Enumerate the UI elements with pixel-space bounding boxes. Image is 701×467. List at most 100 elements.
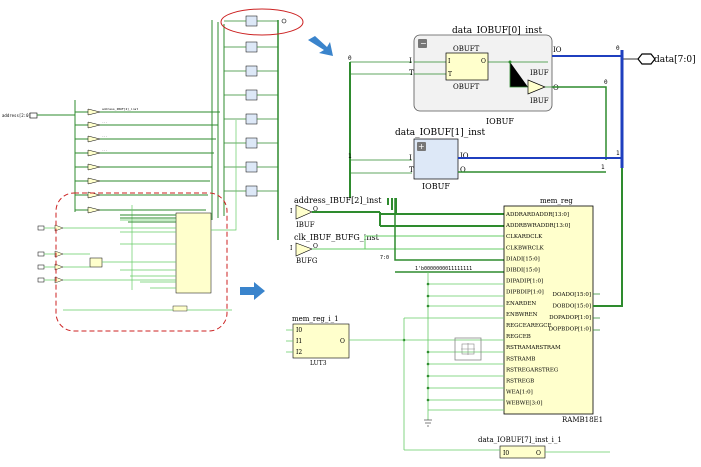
- mem-reg-pin-7: DIPBDIP[1:0]: [506, 290, 544, 296]
- svg-text:I: I: [409, 154, 412, 162]
- svg-text:O: O: [313, 243, 318, 250]
- tiny-label: ...: [102, 148, 108, 152]
- svg-text:LUT3: LUT3: [310, 360, 327, 367]
- svg-text:clk_IBUF_BUFG_inst: clk_IBUF_BUFG_inst: [294, 233, 380, 242]
- mem-reg-out-pin-2: DOPADOP[1:0]: [549, 315, 591, 321]
- svg-text:I0: I0: [503, 450, 509, 457]
- collapse-button[interactable]: [418, 39, 427, 48]
- svg-text:I: I: [409, 57, 412, 65]
- svg-text:I: I: [448, 58, 451, 65]
- iobuf-column-wires: [211, 20, 225, 220]
- mem-reg-pin-17: WEBWE[3:0]: [506, 401, 543, 407]
- left-fanout-wires: [37, 100, 88, 212]
- highlight-ellipse: [220, 8, 304, 36]
- iobuf7-cell[interactable]: data_IOBUF[7]_inst_i_1 I0 O: [478, 436, 562, 459]
- mem-reg-pin-0: ADDRARDADDR[13:0]: [505, 212, 569, 218]
- svg-text:O: O: [340, 338, 345, 345]
- highlight-region: [55, 192, 228, 332]
- input-port-address[interactable]: address[2:0]: [2, 112, 38, 119]
- mem-reg-pin-2: CLKARDCLK: [506, 234, 543, 240]
- svg-text:I1: I1: [296, 338, 302, 345]
- mem-reg-pin-14: RSTREGARSTREG: [506, 367, 558, 373]
- iobuf1-type: IOBUF: [422, 182, 450, 191]
- mem-reg-block[interactable]: mem_reg ADDRARDADDR[13:0] ADDRBWRADDR[13:…: [503, 197, 603, 424]
- tiny-label: ...: [102, 134, 108, 138]
- expand-button[interactable]: [417, 142, 426, 151]
- bottom-right-panel: address_IBUF[2]_inst I O IBUF clk_IBUF_B…: [286, 168, 623, 459]
- svg-text:0: 0: [616, 45, 620, 52]
- junctions: [402, 282, 430, 402]
- iobuf0-type: IOBUF: [486, 117, 514, 126]
- svg-text:I0: I0: [296, 327, 302, 334]
- svg-text:IO: IO: [553, 46, 562, 54]
- svg-text:IBUF: IBUF: [530, 69, 549, 77]
- mem-reg-title: mem_reg: [540, 197, 573, 205]
- svg-text:I: I: [290, 208, 293, 215]
- svg-text:0: 0: [348, 55, 352, 62]
- svg-text:O: O: [460, 166, 466, 174]
- clk-bufg[interactable]: clk_IBUF_BUFG_inst I O BUFG: [290, 233, 380, 265]
- mem-reg-pin-12: RSTRAMARSTRAM: [506, 345, 561, 351]
- mem-reg-left-pins: ADDRARDADDR[13:0] ADDRBWRADDR[13:0] CLKARD…: [505, 212, 570, 407]
- mem-reg-pin-3: CLKBWRCLK: [506, 245, 545, 251]
- mem-reg-out-pin-3: DOPBDOP[1:0]: [549, 327, 591, 333]
- zoom-arrow-bottom: [240, 282, 265, 300]
- svg-text:IBUF: IBUF: [296, 221, 315, 229]
- selection-marker: [454, 337, 482, 361]
- iobuf1-cell[interactable]: data_IOBUF[1]_inst + I T IO O IOBUF: [395, 128, 486, 191]
- mini-lut: [89, 257, 103, 268]
- svg-text:1: 1: [601, 164, 605, 171]
- svg-text:I2: I2: [296, 349, 302, 356]
- ibuf-triangle[interactable]: [527, 79, 546, 95]
- svg-text:−: −: [420, 39, 427, 48]
- zoom-arrow-top: [308, 36, 333, 56]
- top-right-panel: 0 1 data_IOBUF[0]_inst − I T OBUFT OBUFT…: [343, 13, 701, 198]
- mini-mem-reg: [175, 212, 212, 294]
- svg-text:mem_reg_i_1: mem_reg_i_1: [292, 315, 339, 323]
- mem-reg-pin-10: REGCEAREGCE: [506, 323, 552, 329]
- obuft-cell[interactable]: [445, 52, 489, 81]
- mem-reg-pin-8: ENARDEN: [506, 301, 536, 307]
- svg-text:0: 0: [604, 79, 608, 86]
- svg-text:IO: IO: [460, 152, 469, 160]
- mem-reg-pin-4: DIADI[15:0]: [506, 256, 540, 262]
- svg-text:IBUF: IBUF: [530, 97, 549, 105]
- mem-reg-pin-9: ENBWREN: [506, 312, 538, 318]
- svg-text:1: 1: [348, 153, 352, 160]
- svg-text:O: O: [481, 58, 486, 65]
- tiny-label: ...: [102, 120, 108, 124]
- mem-reg-out-pin-1: DOBDO[15:0]: [552, 304, 591, 310]
- svg-text:O: O: [313, 206, 318, 213]
- mem-reg-out-pin-0: DOADO[15:0]: [553, 292, 591, 298]
- address-ibuf[interactable]: address_IBUF[2]_inst I O IBUF: [290, 196, 382, 229]
- mini-wires: [63, 120, 237, 290]
- mem-reg-pin-6: DIPADIP[1:0]: [506, 279, 543, 285]
- mem-reg-pin-16: WEA[1:0]: [506, 390, 533, 396]
- svg-text:1'b0000000011111111: 1'b0000000011111111: [415, 266, 472, 272]
- left-buffer-column: address_IBUF[2]_inst ... ... ...: [87, 107, 138, 214]
- mem-reg-pin-1: ADDRBWRADDR[13:0]: [505, 223, 570, 229]
- svg-text:I: I: [290, 245, 293, 252]
- iobuf-column: [224, 15, 287, 197]
- port-data[interactable]: data[7:0]: [637, 53, 696, 65]
- svg-text:OBUFT: OBUFT: [453, 83, 480, 91]
- mem-reg-pin-11: REGCEB: [506, 334, 531, 340]
- left-schematic-overview: address[2:0] address_IBUF[2]_inst ... ..…: [2, 8, 304, 332]
- svg-text:address_IBUF[2]_inst: address_IBUF[2]_inst: [294, 196, 382, 205]
- iobuf0-cell[interactable]: data_IOBUF[0]_inst − I T OBUFT OBUFT I T…: [409, 26, 562, 126]
- svg-text:O: O: [536, 450, 541, 457]
- left-lower-ports: [37, 224, 64, 284]
- mem-reg-right-pins: DOADO[15:0] DOBDO[15:0] DOPADOP[1:0] DOPBDO…: [549, 292, 591, 333]
- svg-text:O: O: [553, 84, 559, 92]
- mem-reg-type: RAMB18E1: [562, 416, 603, 424]
- svg-text:1: 1: [616, 150, 620, 157]
- mem-reg-pin-5: DIBDI[15:0]: [506, 268, 540, 274]
- svg-text:+: +: [418, 142, 425, 151]
- svg-text:T: T: [409, 166, 414, 174]
- left-buffer-outputs: [100, 111, 220, 211]
- iobuf0-title: data_IOBUF[0]_inst: [452, 26, 543, 36]
- svg-text:T: T: [409, 69, 414, 77]
- svg-text:data_IOBUF[7]_inst_i_1: data_IOBUF[7]_inst_i_1: [478, 436, 562, 444]
- lut3-cell[interactable]: mem_reg_i_1 I0 I1 I2 O LUT3: [292, 315, 350, 367]
